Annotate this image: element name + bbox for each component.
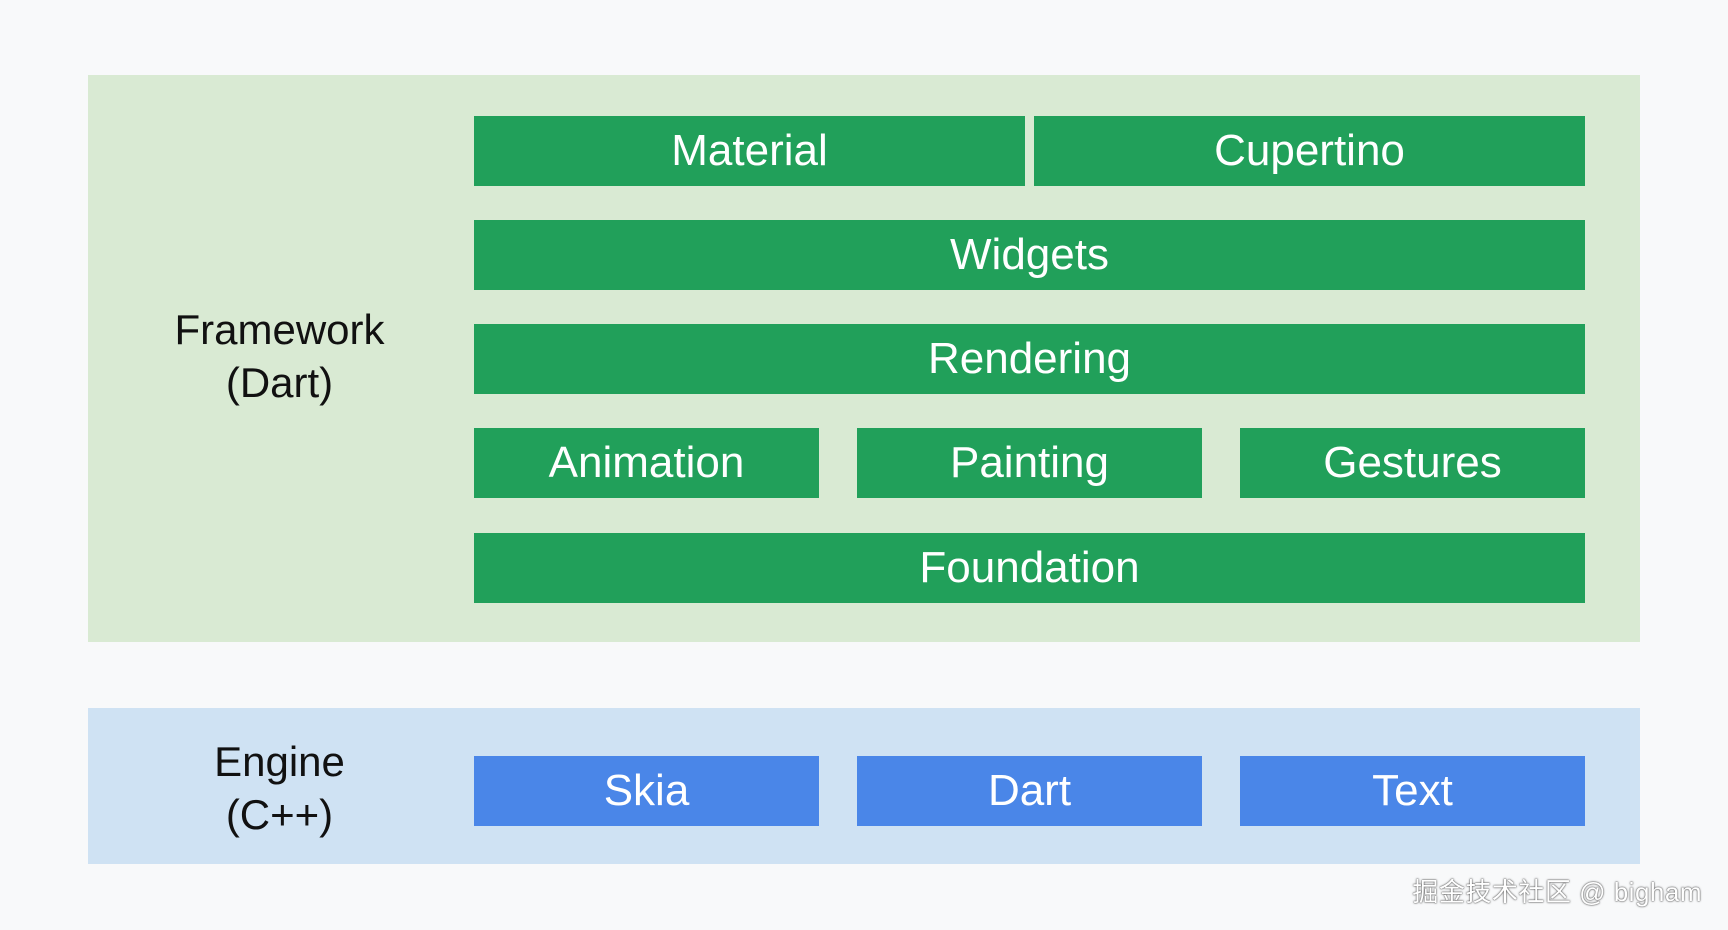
gestures-block: Gestures (1240, 428, 1585, 498)
widgets-block: Widgets (474, 220, 1585, 290)
text-block: Text (1240, 756, 1585, 826)
framework-layer-label: Framework (Dart) (88, 303, 471, 409)
framework-label-line1: Framework (174, 306, 385, 353)
engine-layer-label: Engine (C++) (88, 735, 471, 841)
cupertino-block: Cupertino (1034, 116, 1585, 186)
animation-block: Animation (474, 428, 819, 498)
dart-block: Dart (857, 756, 1202, 826)
material-block: Material (474, 116, 1025, 186)
watermark: 掘金技术社区 @ bigham (1412, 877, 1702, 907)
foundation-block: Foundation (474, 533, 1585, 603)
skia-block: Skia (474, 756, 819, 826)
painting-block: Painting (857, 428, 1202, 498)
rendering-block: Rendering (474, 324, 1585, 394)
framework-label-line2: (Dart) (225, 359, 334, 406)
engine-label-line1: Engine (214, 738, 345, 785)
engine-label-line2: (C++) (225, 791, 334, 838)
